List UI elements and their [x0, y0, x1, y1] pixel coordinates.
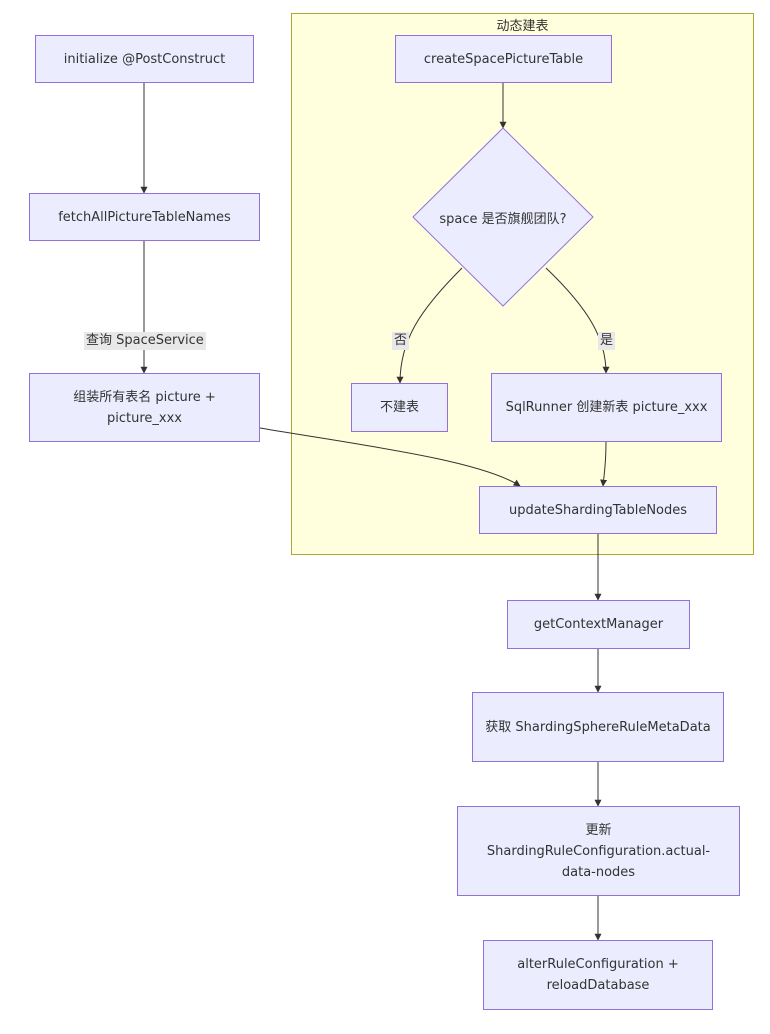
node-create-space-picture-table: createSpacePictureTable	[395, 35, 612, 83]
decision-diamond	[412, 127, 594, 307]
edge-decision-yes	[545, 267, 610, 374]
edge-decision-no	[396, 267, 463, 384]
edge-assemble-update	[259, 427, 521, 487]
edge-label-yes: 是	[598, 332, 616, 350]
edge-label-no: 否	[392, 332, 410, 350]
node-get-rule-metadata: 获取 ShardingSphereRuleMetaData	[472, 692, 724, 762]
node-sqlrunner-create: SqlRunner 创建新表 picture_xxx	[491, 373, 722, 442]
node-update-sharding-table-nodes: updateShardingTableNodes	[479, 486, 717, 534]
node-alter-and-reload: alterRuleConfiguration + reloadDatabase	[483, 940, 713, 1010]
edge-label-query: 查询 SpaceService	[84, 332, 206, 350]
node-fetch-table-names: fetchAllPictureTableNames	[29, 193, 260, 241]
decision-label: space 是否旗舰团队?	[439, 212, 567, 227]
node-update-rule-configuration: 更新 ShardingRuleConfiguration.actual-data…	[457, 806, 740, 896]
cluster-title: 动态建表	[496, 19, 549, 34]
node-initialize: initialize @PostConstruct	[35, 35, 254, 83]
node-no-create: 不建表	[351, 383, 448, 432]
edge-sqlrunner-update	[600, 441, 608, 487]
node-get-context-manager: getContextManager	[507, 600, 690, 649]
node-assemble-table-names: 组装所有表名 picture + picture_xxx	[29, 373, 260, 442]
